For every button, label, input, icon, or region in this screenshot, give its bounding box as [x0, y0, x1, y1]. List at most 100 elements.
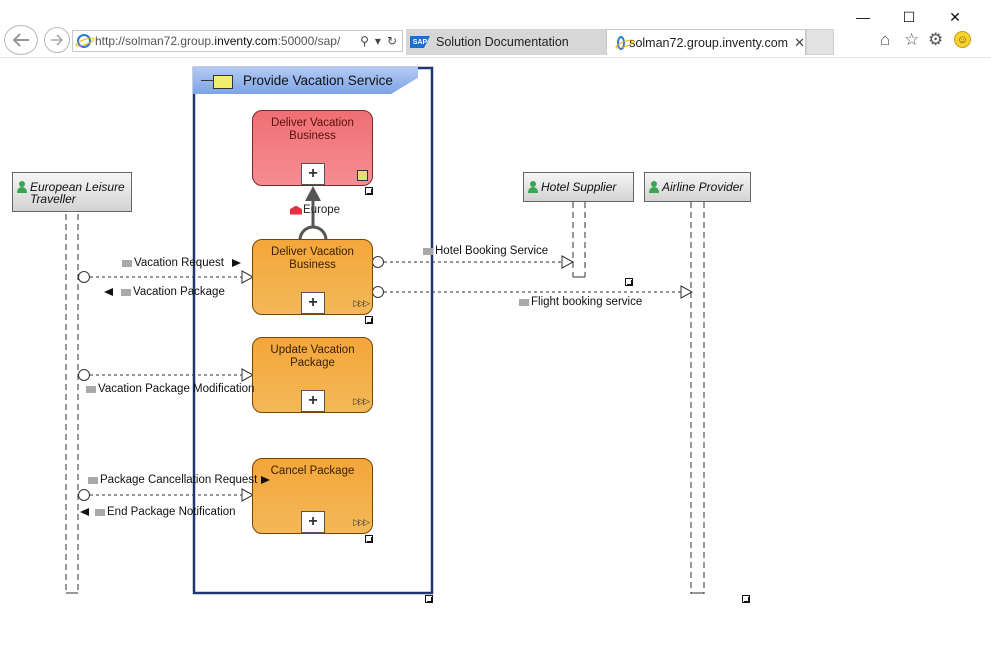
message-label: Vacation Package Modification [98, 383, 255, 395]
message-hotel-booking-service[interactable]: Hotel Booking Service [423, 245, 548, 257]
person-icon [528, 181, 538, 193]
address-bar[interactable]: http://solman72.group.inventy.com:50000/… [72, 30, 403, 52]
message-envelope-icon [423, 247, 433, 255]
realization-arrowhead [305, 186, 321, 201]
message-label: Vacation Package [133, 286, 225, 298]
resize-marker-icon[interactable] [425, 595, 433, 603]
direction-left-icon [80, 508, 89, 516]
message-flight-booking-service[interactable]: Flight booking service [519, 296, 642, 308]
message-label: Vacation Request [134, 257, 224, 269]
message-label: Flight booking service [531, 296, 643, 308]
ie-page-icon [77, 34, 91, 48]
expand-plus-icon[interactable]: + [301, 390, 325, 412]
ie-page-icon [617, 35, 626, 50]
forward-arrow-icon [51, 34, 64, 46]
back-button[interactable] [4, 25, 38, 55]
favorites-star-icon[interactable]: ☆ [904, 30, 920, 49]
message-label: End Package Notification [107, 506, 236, 518]
person-icon [17, 181, 27, 193]
direction-right-icon [231, 259, 241, 267]
resize-marker-icon[interactable] [742, 595, 750, 603]
close-icon[interactable]: ✕ [949, 8, 961, 25]
smiley-feedback-icon[interactable]: ☺ [954, 31, 971, 48]
process-diagram-canvas: European Leisure Traveller Hotel Supplie… [0, 58, 991, 664]
lane-label: European Leisure Traveller [30, 180, 125, 206]
resize-marker-icon[interactable] [625, 278, 633, 286]
new-tab-button[interactable] [806, 29, 834, 55]
tab-solman[interactable]: solman72.group.inventy.com ✕ [606, 29, 806, 55]
back-arrow-icon [12, 33, 29, 47]
settings-gear-icon[interactable]: ⚙ [928, 30, 944, 49]
region-label: Europe [303, 204, 341, 216]
region-europe[interactable]: Europe [290, 204, 340, 216]
lane-hotel-supplier[interactable]: Hotel Supplier [523, 172, 634, 202]
direction-right-icon [261, 476, 271, 484]
lane-label: Airline Provider [662, 180, 744, 194]
expand-plus-icon[interactable]: + [301, 163, 325, 185]
message-arrowhead [680, 285, 694, 299]
dropdown-arrow-icon[interactable]: ▾ [374, 34, 381, 48]
location-house-icon [290, 205, 302, 215]
message-envelope-icon [95, 508, 105, 516]
process-deliver-vacation-business[interactable]: Deliver Vacation Business + ▷▷▷ [252, 239, 373, 315]
hierarchy-icon [357, 170, 368, 181]
lane-airline-provider[interactable]: Airline Provider [644, 172, 751, 202]
pool-title-label: Provide Vacation Service [243, 73, 393, 88]
tab-solution-documentation[interactable]: SAP Solution Documentation [406, 29, 606, 55]
process-deliver-vacation-business-parent[interactable]: Deliver Vacation Business + [252, 110, 373, 186]
message-envelope-icon [122, 259, 132, 267]
person-icon [649, 181, 659, 193]
diagram-connectors [65, 66, 705, 595]
process-update-vacation-package[interactable]: Update Vacation Package + ▷▷▷ [252, 337, 373, 413]
browser-chrome: — ☐ ✕ http://solman72.group.inventy.com:… [0, 0, 991, 58]
expand-plus-icon[interactable]: + [301, 292, 325, 314]
process-label: Cancel Package [270, 465, 355, 477]
message-start-circle [372, 256, 384, 268]
message-start-circle [78, 271, 90, 283]
tab-close-icon[interactable]: ✕ [794, 34, 805, 50]
resize-marker-icon[interactable] [365, 316, 373, 324]
message-label: Package Cancellation Request [100, 474, 258, 486]
process-label: Update Vacation Package [270, 344, 355, 369]
message-start-circle [78, 369, 90, 381]
pool-title[interactable]: Provide Vacation Service [193, 67, 418, 94]
message-vacation-package-modification[interactable]: Vacation Package Modification [86, 383, 254, 395]
realization-connector [298, 225, 328, 241]
expand-plus-icon[interactable]: + [301, 511, 325, 533]
maximize-icon[interactable]: ☐ [902, 8, 916, 25]
lane-label: Hotel Supplier [541, 180, 617, 194]
sap-logo-icon: SAP [410, 36, 430, 48]
minimize-icon[interactable]: — [856, 9, 870, 25]
forward-button[interactable] [44, 27, 70, 53]
message-envelope-icon [88, 476, 98, 484]
lane-european-leisure-traveller[interactable]: European Leisure Traveller [12, 172, 132, 212]
message-end-package-notification[interactable]: End Package Notification [80, 506, 236, 518]
process-cancel-package[interactable]: Cancel Package + ▷▷▷ [252, 458, 373, 534]
value-chain-chevron-icon: ▷▷▷ [353, 395, 370, 406]
process-label: Deliver Vacation Business [271, 246, 354, 271]
message-envelope-icon [86, 385, 96, 393]
message-label: Hotel Booking Service [435, 245, 549, 257]
message-arrowhead [241, 368, 255, 382]
message-vacation-request[interactable]: Vacation Request [122, 257, 241, 269]
value-chain-chevron-icon: ▷▷▷ [353, 297, 370, 308]
refresh-icon[interactable]: ↻ [386, 34, 397, 48]
home-icon[interactable]: ⌂ [880, 30, 891, 49]
message-arrowhead [241, 270, 255, 284]
message-start-circle [78, 489, 90, 501]
message-arrowhead [241, 488, 255, 502]
resize-marker-icon[interactable] [365, 187, 373, 195]
message-package-cancellation-request[interactable]: Package Cancellation Request [88, 474, 271, 486]
message-envelope-icon [519, 298, 529, 306]
message-vacation-package[interactable]: Vacation Package [104, 286, 225, 298]
search-icon[interactable]: ⚲ [360, 34, 369, 48]
address-url: http://solman72.group.inventy.com:50000/… [95, 34, 341, 48]
value-chain-icon [201, 74, 235, 89]
tab-label: solman72.group.inventy.com [629, 35, 789, 50]
message-start-circle [372, 286, 384, 298]
value-chain-chevron-icon: ▷▷▷ [353, 516, 370, 527]
message-envelope-icon [121, 288, 131, 296]
direction-left-icon [104, 288, 113, 296]
tab-label: Solution Documentation [436, 35, 569, 49]
resize-marker-icon[interactable] [365, 535, 373, 543]
